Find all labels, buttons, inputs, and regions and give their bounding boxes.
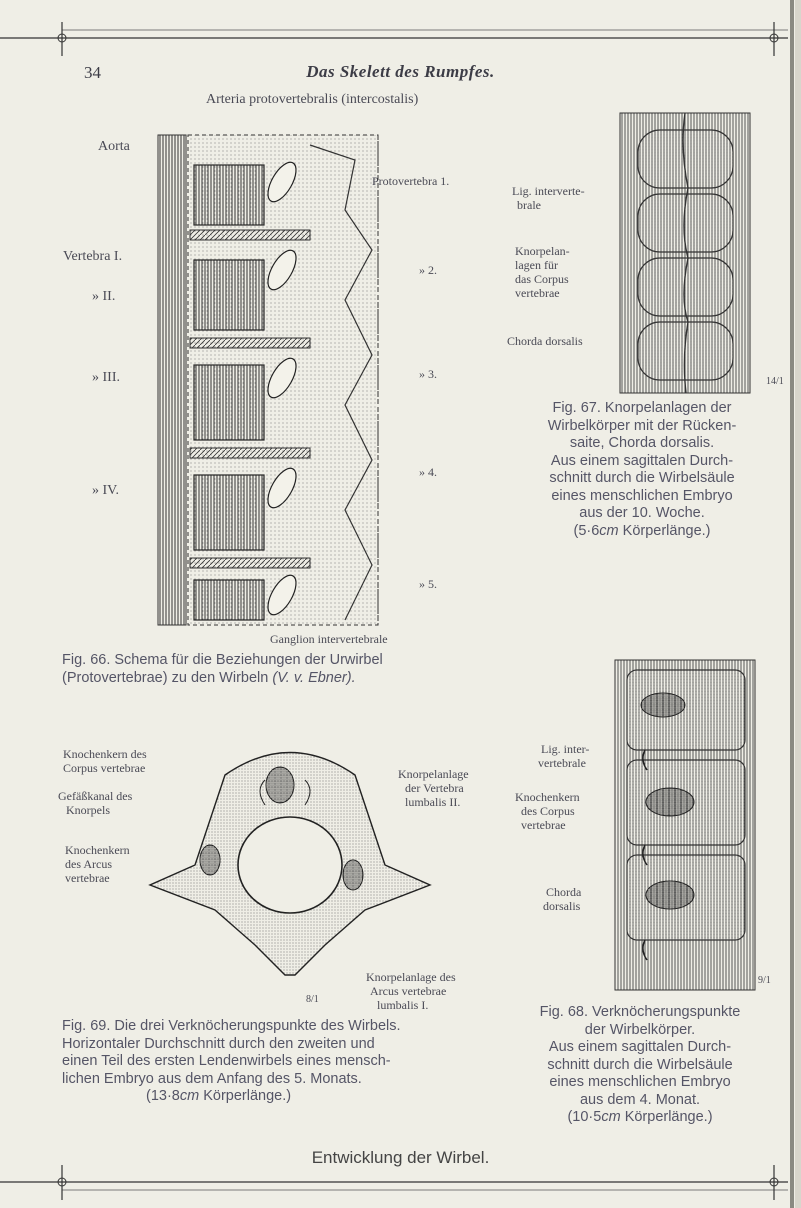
fig67-label-knorpel-3: das Corpus (515, 272, 569, 286)
fig66-caption-line2: (Protovertebrae) zu den Wirbeln (V. v. E… (62, 670, 356, 686)
fig66-illustration (157, 134, 379, 626)
fig66-label-protovertebra-2: » 2. (419, 263, 437, 277)
fig66-label-protovertebra-3: » 3. (419, 367, 437, 381)
fig66-caption-author: (V. v. Ebner). (272, 670, 356, 686)
fig67-label-lig-2: brale (517, 198, 541, 212)
fig69-label-lumbalis2-3: lumbalis II. (405, 795, 461, 809)
fig69-label-lumbalis1-1: Knorpelanlage des (366, 970, 456, 984)
fig69-label-gefaess-2: Knorpels (66, 803, 110, 817)
fig66-label-vertebra-1: Vertebra I. (63, 249, 123, 264)
fig69-label-lumbalis2-2: der Vertebra (405, 781, 464, 795)
fig69-caption: Fig. 69. Die drei Verknöcherungspunkte d… (62, 1018, 401, 1104)
running-title: Das Skelett des Rumpfes. (306, 62, 495, 81)
fig67-label-knorpel-4: vertebrae (515, 286, 560, 300)
fig68-caption: Fig. 68. Verknöcherungspunkte der Wirbel… (539, 1004, 741, 1125)
fig69-label-lumbalis1-3: lumbalis I. (377, 998, 429, 1012)
fig67-caption: Fig. 67. Knorpelanlagen der Wirbelkörper… (547, 400, 737, 539)
fig68-illustration (614, 659, 756, 991)
fig69-scale: 8/1 (306, 994, 319, 1005)
fig69-label-arcus-3: vertebrae (65, 871, 110, 885)
fig68-label-lig-2: vertebrale (538, 756, 586, 770)
fig66-label-vertebra-3: » III. (92, 370, 120, 385)
fig66-label-vertebra-4: » IV. (92, 483, 119, 498)
fig68-label-lig-1: Lig. inter- (541, 742, 590, 756)
fig66-label-protovertebra-5: » 5. (419, 577, 437, 591)
fig66-label-arteria: Arteria protovertebralis (intercostalis) (206, 92, 419, 107)
fig67-label-knorpel-2: lagen für (515, 258, 558, 272)
fig68-label-chorda-2: dorsalis (543, 899, 581, 913)
fig68-scale: 9/1 (758, 975, 771, 986)
fig69-illustration (148, 751, 432, 976)
fig67-illustration (619, 112, 751, 394)
fig66-label-aorta: Aorta (98, 139, 130, 154)
fig67-scale: 14/1 (766, 376, 784, 387)
fig68-label-knochenkern-3: vertebrae (521, 818, 566, 832)
page-number: 34 (84, 63, 101, 82)
fig68-label-chorda-1: Chorda (546, 885, 582, 899)
fig66-label-ganglion: Ganglion intervertebrale (270, 632, 388, 646)
footer-title: Entwicklung der Wirbel. (311, 1148, 490, 1167)
fig69-label-arcus-2: des Arcus (65, 857, 112, 871)
fig69-label-gefaess-1: Gefäßkanal des (58, 789, 133, 803)
fig68-label-knochenkern-2: des Corpus (521, 804, 575, 818)
fig68-label-knochenkern-1: Knochenkern (515, 790, 580, 804)
fig69-label-lumbalis1-2: Arcus vertebrae (370, 984, 447, 998)
fig66-label-vertebra-2: » II. (92, 289, 116, 304)
fig69-label-arcus-1: Knochenkern (65, 843, 130, 857)
fig67-label-knorpel-1: Knorpelan- (515, 244, 570, 258)
fig66-label-protovertebra-1: Protovertebra 1. (372, 174, 450, 188)
fig69-label-corpus-2: Corpus vertebrae (63, 761, 146, 775)
fig67-label-lig-1: Lig. interverte- (512, 184, 585, 198)
fig66-caption-line1: Fig. 66. Schema für die Beziehungen der … (62, 652, 383, 668)
fig69-label-lumbalis2-1: Knorpelanlage (398, 767, 469, 781)
fig67-label-chorda: Chorda dorsalis (507, 334, 583, 348)
fig66-label-protovertebra-4: » 4. (419, 465, 437, 479)
fig69-label-corpus-1: Knochenkern des (63, 747, 147, 761)
